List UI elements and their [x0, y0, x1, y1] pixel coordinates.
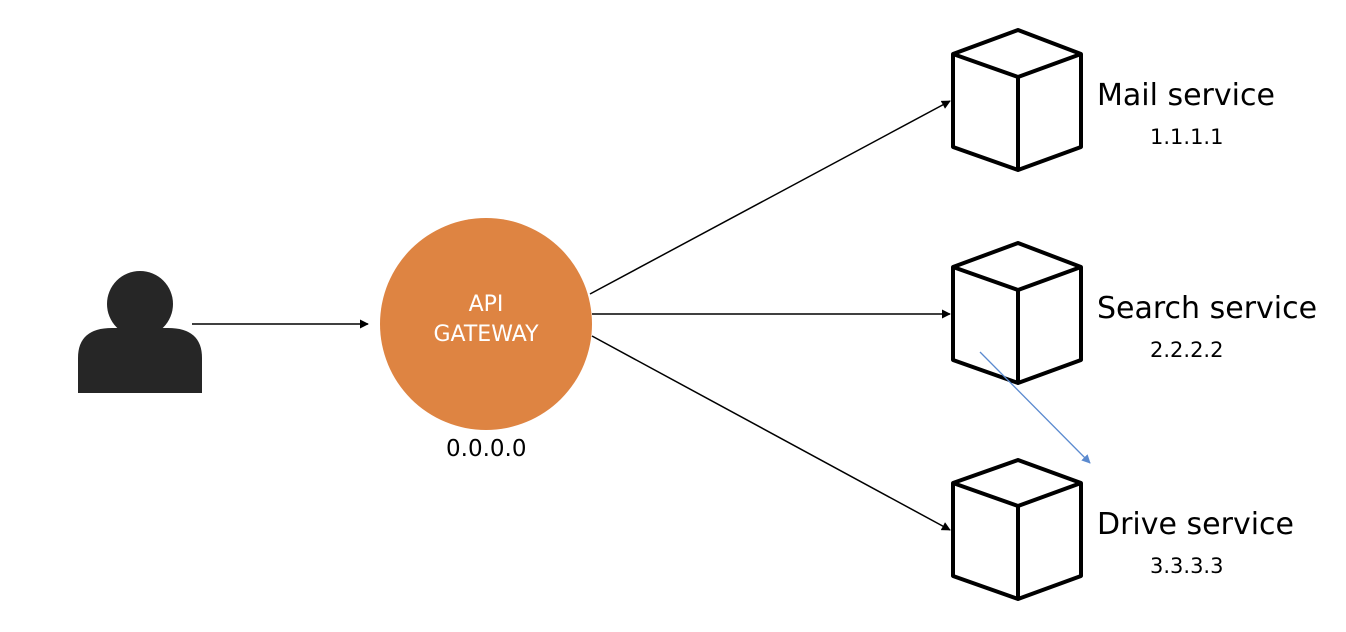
gateway-to-drive-arrow — [591, 335, 951, 531]
cube-icon — [951, 241, 1083, 385]
gateway-to-mail-arrow — [589, 100, 951, 295]
api-gateway-ip: 0.0.0.0 — [446, 436, 527, 462]
search-service-ip: 2.2.2.2 — [1150, 338, 1224, 362]
search-service-name: Search service — [1097, 291, 1318, 326]
drive-service-name: Drive service — [1097, 507, 1294, 542]
user-icon — [78, 271, 202, 393]
api-gateway-label-line1: API — [468, 292, 504, 317]
api-gateway-node — [380, 218, 592, 430]
drive-service-ip: 3.3.3.3 — [1150, 554, 1224, 578]
cube-icon — [951, 458, 1083, 601]
mail-service-ip: 1.1.1.1 — [1150, 125, 1224, 149]
mail-service-name: Mail service — [1097, 78, 1275, 113]
search-to-drive-arrow — [979, 351, 1091, 464]
cube-icon — [951, 28, 1083, 172]
api-gateway-label: API GATEWAY — [380, 290, 592, 350]
api-gateway-label-line2: GATEWAY — [433, 322, 539, 347]
